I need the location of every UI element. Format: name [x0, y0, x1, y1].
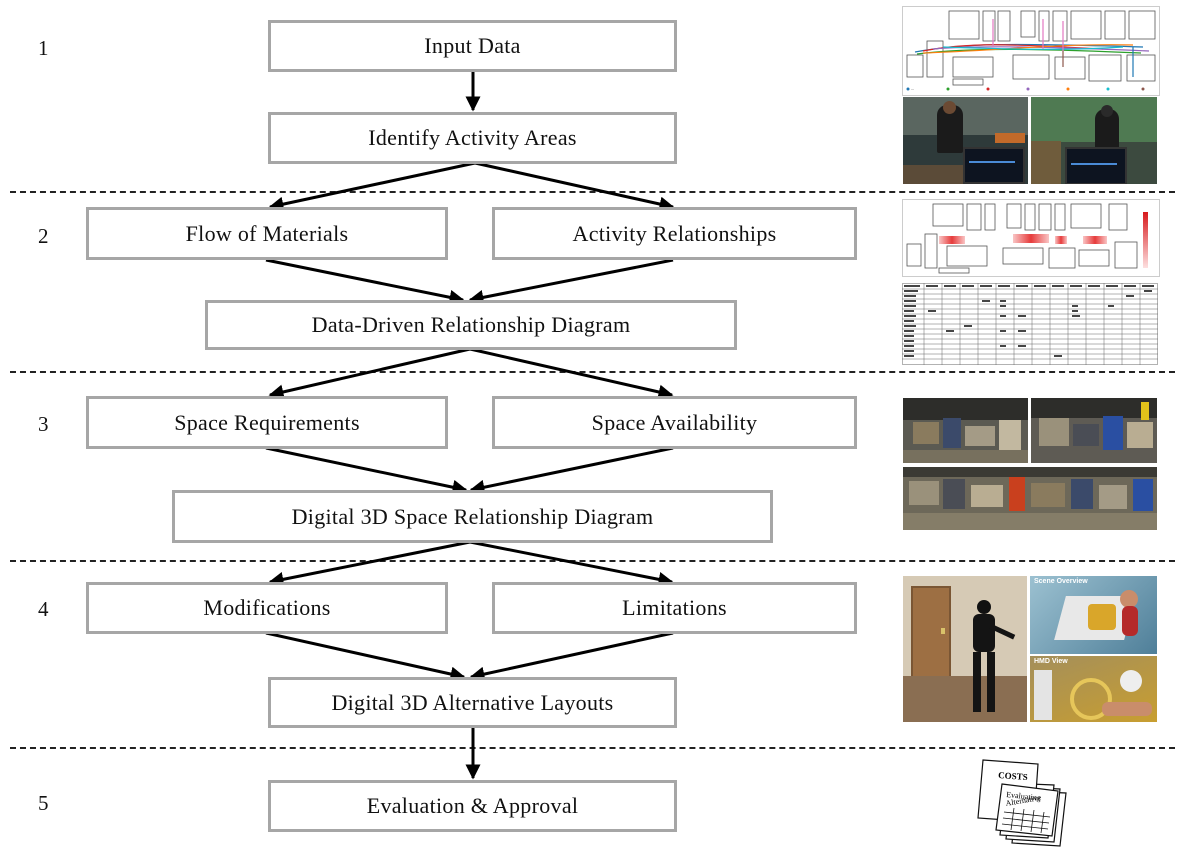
svg-text:—: —: [911, 87, 914, 91]
vr-hmd-view: HMD View: [1030, 656, 1157, 722]
activity-photo-right: [1031, 97, 1157, 184]
space-scan-panorama: [903, 467, 1157, 530]
space-scan-view-2: [1031, 398, 1157, 463]
arrow-spaceavail-to-3dsrd: [469, 446, 674, 495]
vr-scene-overview: Scene Overview: [1030, 576, 1157, 654]
section-separator-3: [10, 560, 1175, 562]
arrow-3dsrd-to-modifications: [268, 540, 471, 587]
step-number-1: 1: [38, 36, 49, 60]
hmd-view-caption: HMD View: [1034, 658, 1068, 665]
node-data-driven-relationship-diagram: Data-Driven Relationship Diagram: [205, 300, 737, 350]
activity-photo-left: [903, 97, 1028, 184]
vr-user-photo: [903, 576, 1027, 722]
section-separator-4: [10, 747, 1175, 749]
space-scan-view-1: [903, 398, 1028, 463]
floor-plan-flow-thumbnail: —: [902, 6, 1160, 96]
node-flow-of-materials: Flow of Materials: [86, 207, 448, 260]
node-activity-relationships: Activity Relationships: [492, 207, 857, 260]
node-space-requirements: Space Requirements: [86, 396, 448, 449]
arrow-modifications-to-alt: [265, 631, 466, 682]
arrow-activity-to-ddrd: [468, 258, 674, 305]
node-limitations: Limitations: [492, 582, 857, 634]
node-digital-3d-space-relationship-diagram: Digital 3D Space Relationship Diagram: [172, 490, 773, 543]
congestion-floor-plan-thumbnail: [902, 199, 1160, 277]
step-number-5: 5: [38, 791, 49, 815]
scene-overview-caption: Scene Overview: [1034, 578, 1088, 585]
arrow-spacereq-to-3dsrd: [265, 446, 468, 495]
step-number-3: 3: [38, 412, 49, 436]
node-identify-activity-areas: Identify Activity Areas: [268, 112, 677, 164]
arrow-ddrd-to-spaceavail: [469, 347, 674, 400]
step-number-2: 2: [38, 224, 49, 248]
arrow-ddrd-to-spacereq: [268, 347, 471, 400]
section-separator-2: [10, 371, 1175, 373]
node-evaluation-approval: Evaluation & Approval: [268, 780, 677, 832]
arrow-identify-to-activity: [474, 161, 675, 212]
node-digital-3d-alternative-layouts: Digital 3D Alternative Layouts: [268, 677, 677, 728]
arrow-3dsrd-to-limitations: [469, 540, 674, 587]
section-separator-1: [10, 191, 1175, 193]
arrow-limitations-to-alt: [469, 631, 674, 682]
step-number-4: 4: [38, 597, 49, 621]
arrow-flow-to-ddrd: [265, 258, 465, 305]
node-space-availability: Space Availability: [492, 396, 857, 449]
relationship-table-thumbnail: [902, 283, 1158, 365]
node-modifications: Modifications: [86, 582, 448, 634]
node-input-data: Input Data: [268, 20, 677, 72]
arrow-identify-to-flow: [268, 161, 476, 212]
